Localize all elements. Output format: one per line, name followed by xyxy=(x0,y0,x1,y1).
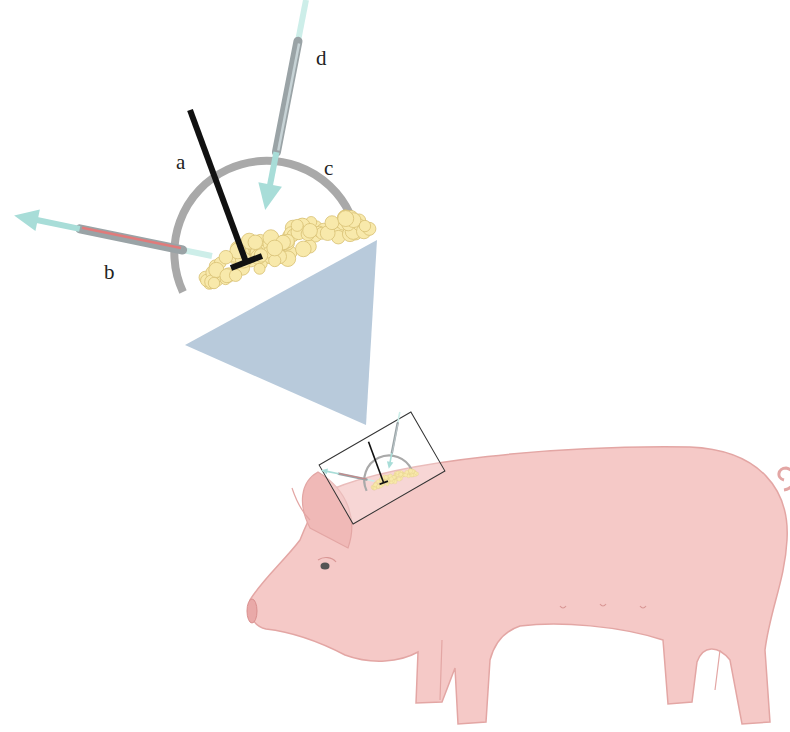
detail-view-mini xyxy=(320,411,418,490)
pig-body xyxy=(249,447,787,724)
ear-far xyxy=(292,488,310,520)
part-label: d xyxy=(316,48,327,69)
part-label: a xyxy=(176,152,185,173)
tail xyxy=(779,468,790,490)
inset xyxy=(319,412,445,524)
snout xyxy=(247,599,257,623)
inset-detail xyxy=(320,411,418,490)
part-label: b xyxy=(104,262,115,283)
pig xyxy=(247,447,790,724)
leg-shade xyxy=(440,640,720,700)
detail-view xyxy=(12,0,376,292)
eyelid xyxy=(318,558,336,562)
eye xyxy=(321,563,330,570)
teats xyxy=(560,604,646,608)
inset-frame xyxy=(319,412,445,524)
part-label: c xyxy=(324,158,333,179)
